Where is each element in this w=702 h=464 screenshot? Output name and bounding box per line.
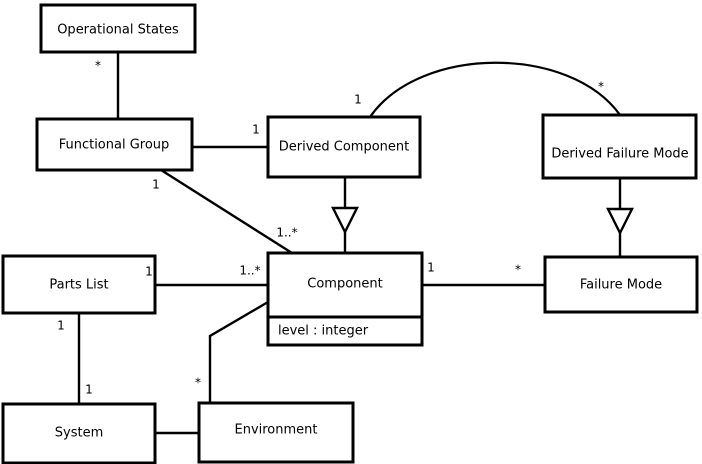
multiplicity-labels-layer: * 1 1 1..* 1 1..* 1 1 * 1 * 1 * [57,59,604,397]
multiplicity-label: 1 [145,265,153,279]
class-name-label: Operational States [57,23,179,38]
multiplicity-label: 1 [85,383,93,397]
class-derived-failure-mode[interactable]: Derived Failure Mode [541,113,698,180]
association-functional-group-component[interactable] [160,168,293,255]
multiplicity-label: * [195,376,201,390]
class-box-rect [39,3,197,54]
class-attribute-label: level : integer [278,324,369,339]
association-component-environment[interactable] [208,300,269,403]
class-name-label: Environment [234,423,317,438]
class-name-label: Failure Mode [580,278,662,293]
class-box-rect [266,115,422,179]
class-operational-states[interactable]: Operational States [39,3,197,54]
multiplicity-label: * [598,80,604,94]
multiplicity-label: 1..* [239,264,260,278]
multiplicity-label: 1 [152,178,160,192]
class-environment[interactable]: Environment [197,401,355,464]
class-name-label: Component [307,277,382,292]
class-box-rect [543,255,699,314]
generalization-triangle-derived-component [331,206,359,235]
class-component[interactable]: Component level : integer [266,251,424,347]
multiplicity-label: 1..* [276,226,297,240]
multiplicity-label: 1 [252,123,260,137]
class-box-rect [266,251,424,347]
class-derived-component[interactable]: Derived Component [266,115,422,179]
class-box-rect [1,402,157,464]
class-box-rect [1,254,157,315]
class-name-label: Derived Failure Mode [551,147,688,162]
association-derived-component-derived-failure-mode[interactable] [369,61,621,118]
class-system[interactable]: System [1,402,157,464]
multiplicity-label: * [515,263,521,277]
class-parts-list[interactable]: Parts List [1,254,157,315]
class-box-rect [197,401,355,464]
class-box-rect [541,113,698,180]
class-name-label: Parts List [49,278,108,293]
multiplicity-label: 1 [354,93,362,107]
generalization-triangle-derived-failure-mode [606,207,634,236]
class-failure-mode[interactable]: Failure Mode [543,255,699,314]
class-name-label: Functional Group [59,138,170,153]
multiplicity-label: 1 [427,261,435,275]
class-name-label: System [55,426,103,441]
class-box-rect [35,117,194,172]
class-functional-group[interactable]: Functional Group [35,117,194,172]
associations-layer [77,52,621,435]
multiplicity-label: * [95,59,101,73]
generalizations-layer [331,177,634,257]
class-name-label: Derived Component [279,140,410,155]
multiplicity-label: 1 [57,319,65,333]
